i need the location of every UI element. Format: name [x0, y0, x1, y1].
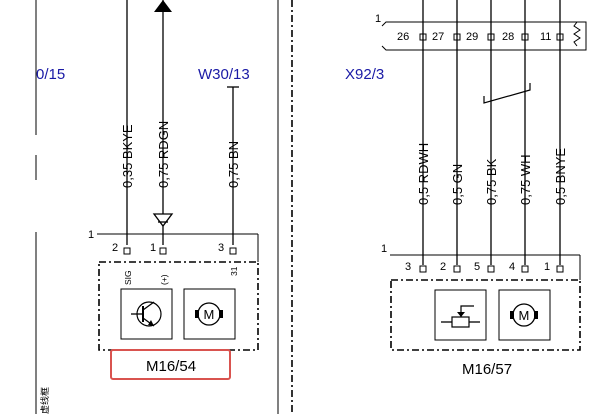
x92-pin-28: 28: [502, 31, 514, 43]
x92-break-mark: [573, 21, 581, 47]
x92-connector-body: [381, 21, 587, 51]
ref-w30-13: W30/13: [198, 66, 250, 83]
m16-57-terminal-1: [556, 265, 564, 273]
m16-54-highlight-box: [110, 349, 231, 380]
m16-57-label[interactable]: M16/57: [462, 361, 512, 378]
wire-label-bnye: 0,5 BNYE: [553, 148, 568, 205]
m16-57-pin-1: 1: [544, 261, 550, 273]
x92-connector-mark: 1: [375, 13, 381, 25]
m16-54-sub-31: 31: [229, 266, 239, 276]
m16-57-connector-mark: 1: [381, 243, 387, 255]
m16-54-terminal-3: [229, 247, 237, 255]
m16-54-pin-3: 3: [218, 242, 224, 254]
m16-57-terminal-3: [419, 265, 427, 273]
m16-54-pin-1: 1: [150, 242, 156, 254]
m16-57-component-box: [390, 279, 581, 351]
wire-label-rdgn: 0,75 RDGN: [156, 121, 171, 188]
m16-57-terminal-2: [453, 265, 461, 273]
wire-label-bk: 0,75 BK: [484, 158, 499, 205]
m16-57-pin-2: 2: [440, 261, 446, 273]
x92-pin-11: 11: [540, 31, 551, 43]
m16-54-terminal-1: [159, 247, 167, 255]
m16-54-sub-sig: SIG: [123, 270, 133, 285]
m16-54-terminal-2: [123, 247, 131, 255]
motor-icon-right: M: [498, 289, 551, 341]
wire-label-gn: 0,5 GN: [450, 164, 465, 205]
corner-text: 虚线框: [39, 387, 50, 414]
potentiometer-icon: [434, 289, 487, 341]
svg-text:M: M: [204, 307, 215, 322]
m16-57-terminal-5: [487, 265, 495, 273]
m16-54-connector-mark: 1: [88, 229, 94, 241]
wire-label-wh: 0,75 WH: [518, 154, 533, 205]
ref-left: 0/15: [36, 66, 65, 83]
x92-pin-27: 27: [432, 31, 444, 43]
m16-54-sub-plus: (+): [159, 274, 169, 285]
x92-pin-26: 26: [397, 31, 409, 43]
m16-57-pin-3: 3: [405, 261, 411, 273]
wire-label-bn: 0,75 BN: [226, 141, 241, 188]
x92-pin-29: 29: [466, 31, 478, 43]
ground-arrow: [152, 213, 174, 228]
motor-icon: M: [183, 288, 236, 340]
wire-rdgn-top-arrow: [154, 0, 172, 12]
transistor-icon: [120, 288, 173, 340]
m16-54-pin-2: 2: [112, 242, 118, 254]
svg-text:M: M: [519, 308, 530, 323]
ref-x92-3: X92/3: [345, 66, 384, 83]
wire-label-bkye: 0,35 BKYE: [120, 124, 135, 188]
wire-label-rdwh: 0,5 RDWH: [416, 143, 431, 205]
m16-57-pin-4: 4: [509, 261, 515, 273]
twisted-pair-mark: [483, 83, 531, 104]
m16-57-pin-5: 5: [474, 261, 480, 273]
m16-57-terminal-4: [521, 265, 529, 273]
m16-54-label[interactable]: M16/54: [146, 358, 196, 375]
